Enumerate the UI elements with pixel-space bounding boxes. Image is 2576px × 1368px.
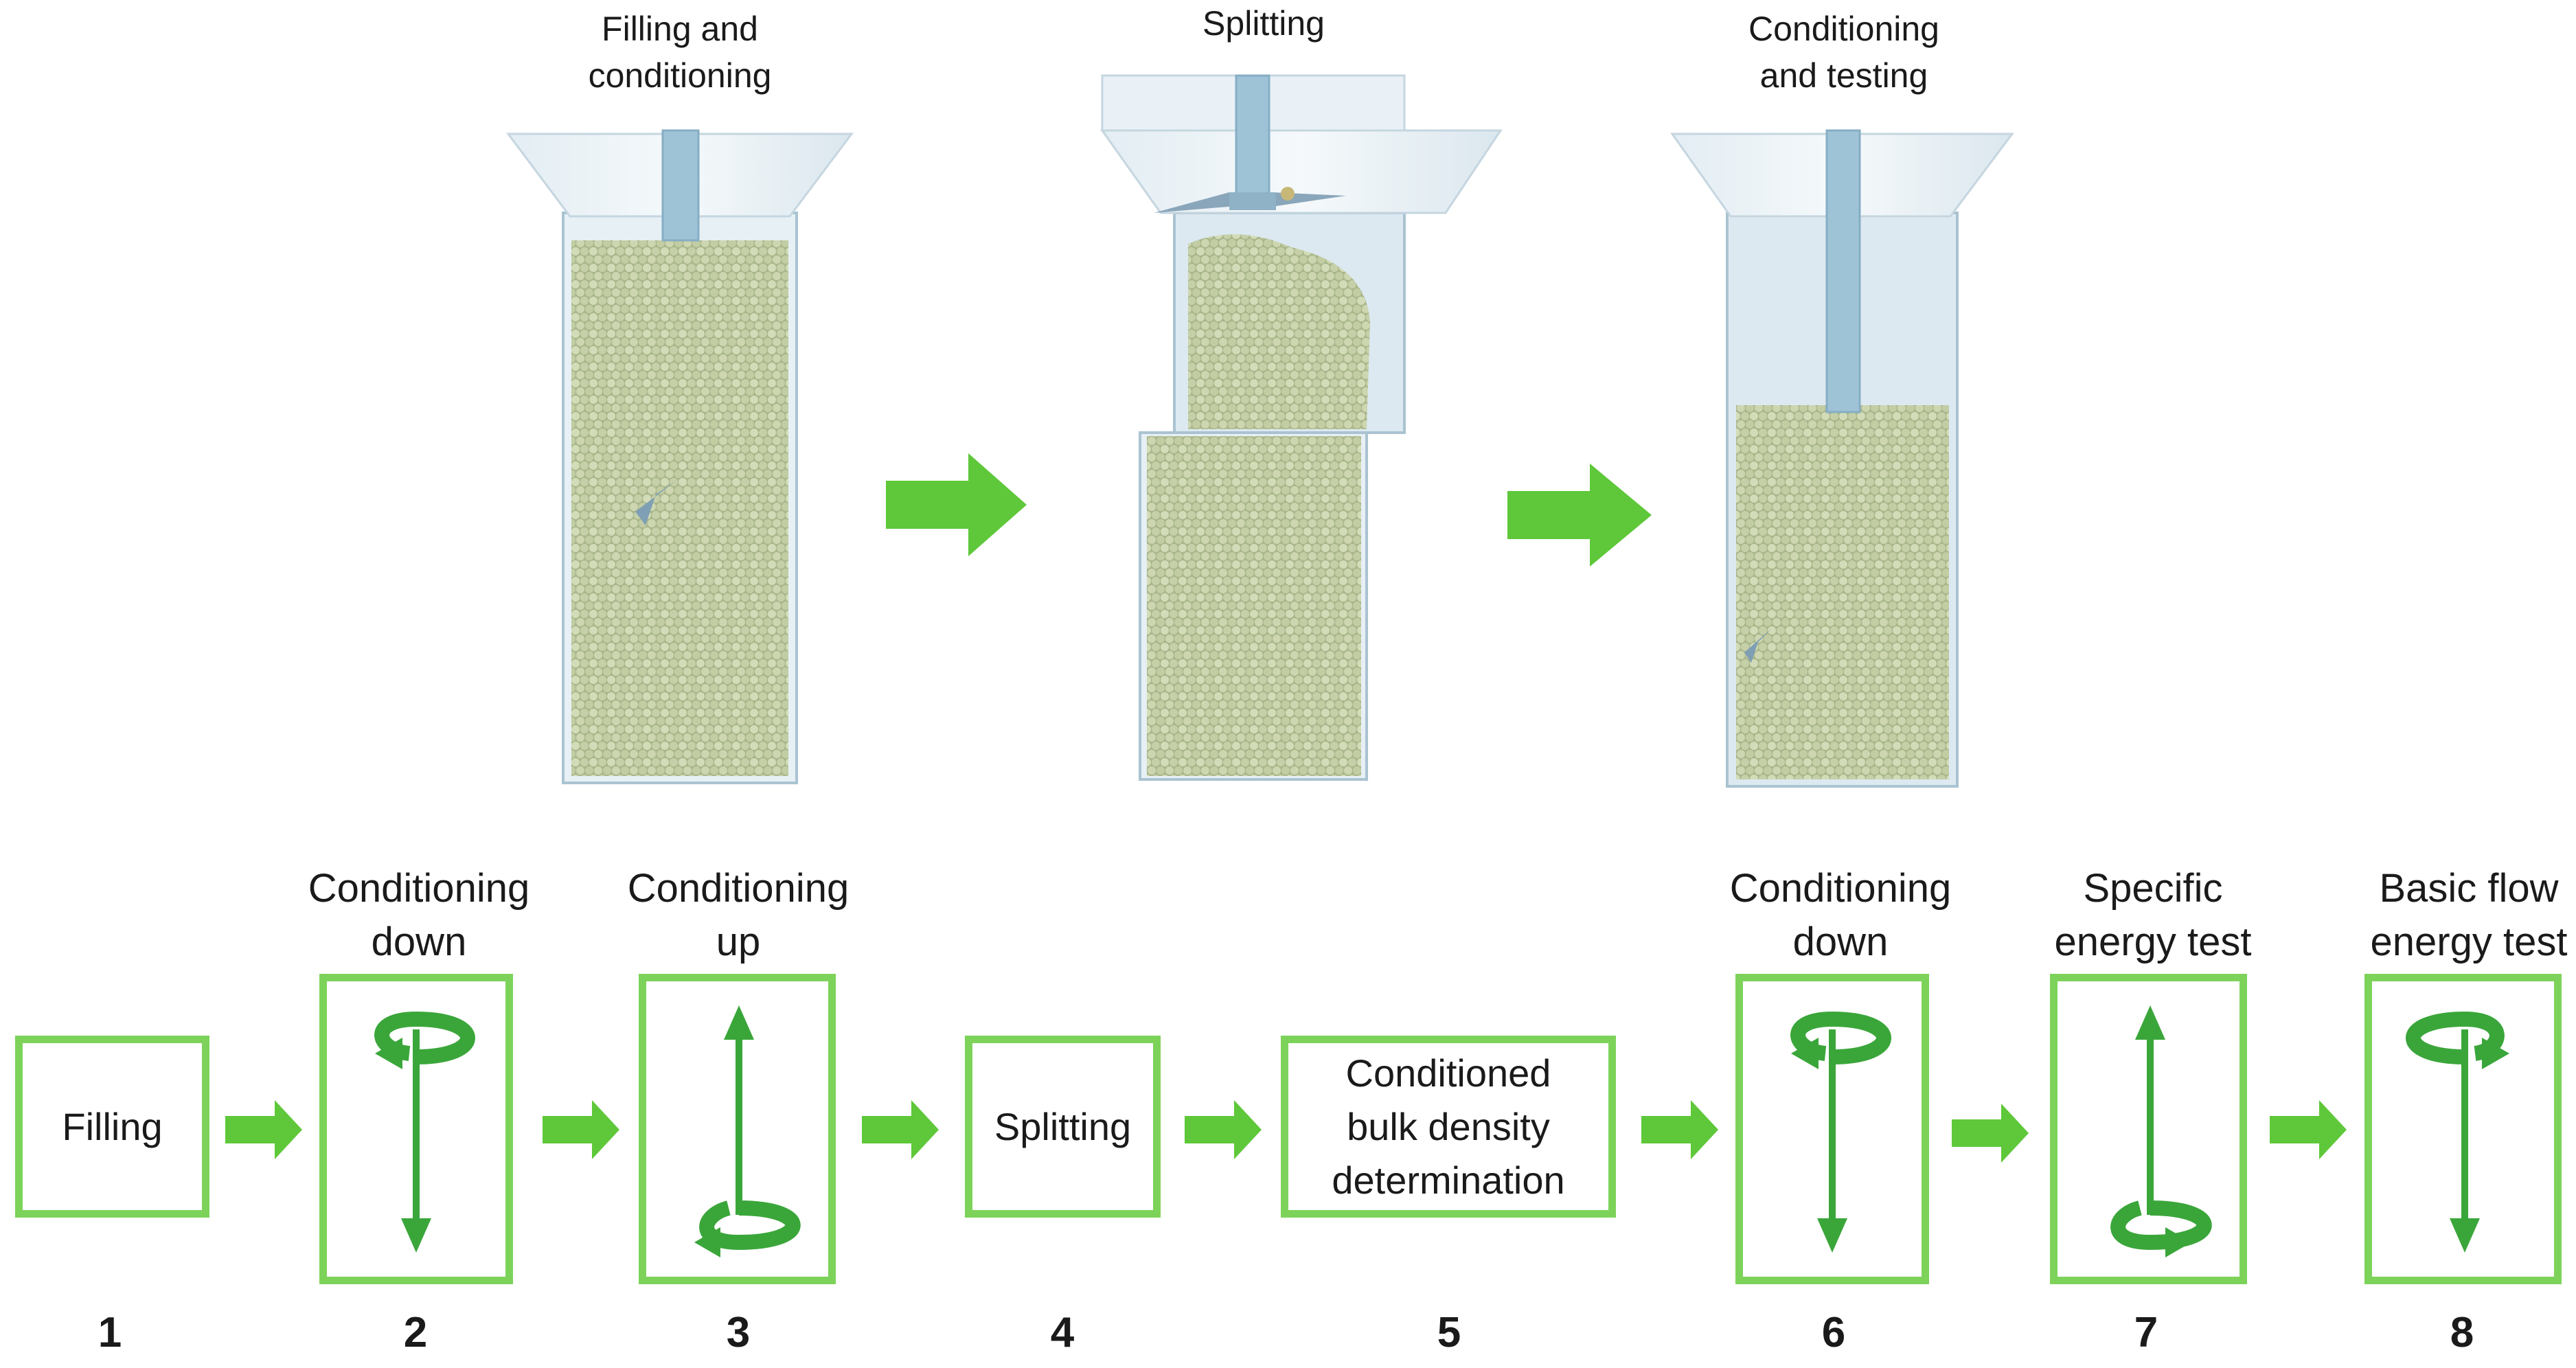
- step-1-number: 1: [98, 1309, 122, 1356]
- stage-2-vessel: [1100, 74, 1503, 781]
- step-2-box: [319, 974, 513, 1284]
- stage-label-splitting: Splitting: [1202, 4, 1325, 43]
- step-3-number: 3: [726, 1309, 751, 1356]
- step-7-label: Specific energy test: [2054, 866, 2252, 964]
- step-8-label: Basic flow energy test: [2370, 866, 2568, 964]
- transition-arrow-2: [1507, 464, 1652, 567]
- stage-label-filling-conditioning: Filling and conditioning: [588, 10, 772, 95]
- step-5-box: Conditioned bulk density determination: [1281, 1036, 1616, 1218]
- helix-down-icon: [1790, 1011, 1891, 1253]
- step-2-number: 2: [403, 1309, 428, 1356]
- step-1-text: Filling: [62, 1104, 163, 1148]
- step-4-number: 4: [1050, 1309, 1075, 1356]
- helix-up-icon: [694, 1005, 801, 1257]
- step-4-box: Splitting: [965, 1036, 1161, 1218]
- step-6-number: 6: [1821, 1309, 1846, 1356]
- stage-label-conditioning-testing: Conditioning and testing: [1748, 10, 1939, 95]
- step-8-box: [2364, 974, 2562, 1284]
- helix-up-icon: [2110, 1005, 2212, 1257]
- stage-3-vessel: [1670, 129, 2014, 788]
- helix-down-icon: [2406, 1011, 2509, 1253]
- step-4-text: Splitting: [994, 1104, 1132, 1148]
- step-2-label: Conditioning down: [308, 866, 530, 964]
- step-8-number: 8: [2450, 1309, 2474, 1356]
- step-1-box: Filling: [15, 1036, 209, 1218]
- transition-arrow-1: [886, 453, 1027, 556]
- helix-down-icon: [374, 1011, 475, 1253]
- step-6-label: Conditioning down: [1729, 866, 1952, 964]
- step-3-box: [639, 974, 836, 1284]
- step-7-number: 7: [2134, 1309, 2158, 1356]
- step-6-box: [1735, 974, 1929, 1284]
- step-7-box: [2050, 974, 2247, 1284]
- step-5-number: 5: [1437, 1309, 1461, 1356]
- step-3-label: Conditioning up: [627, 866, 850, 964]
- step-5-text: Conditioned bulk density determination: [1332, 1051, 1565, 1202]
- stage-1-vessel: [506, 129, 854, 784]
